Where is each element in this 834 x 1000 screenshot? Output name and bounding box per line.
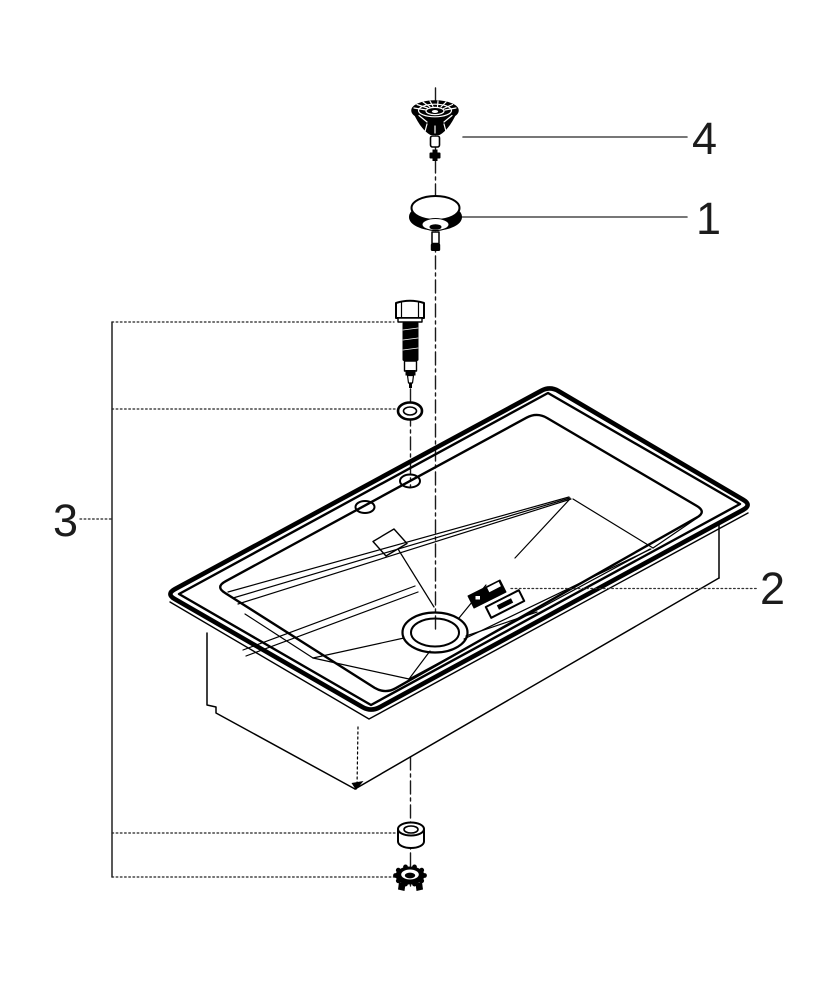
drain-hole-inner [410,617,460,648]
sink-bowl-opening [219,413,703,693]
strainer-basket-part [411,100,459,161]
deck-hole-center [399,473,421,489]
drain-hole-outer [401,611,469,654]
sink-inner-rim [177,391,742,707]
sink-isometric-drawing [168,386,750,790]
lock-nut-part [393,864,427,891]
stopper-tip [430,243,441,251]
deck-hole-left [354,500,376,514]
sink-rim-thickness-edge [169,512,749,720]
hidden-edge [356,726,359,788]
mounting-bolt-part [395,299,425,388]
corner-arrow [351,781,364,790]
sink-outer-rim [168,386,750,712]
back-wall-ledge-lines [227,496,572,605]
drain-stopper-part [409,195,462,251]
stopper-dome [410,195,461,221]
back-wall-plate [372,528,408,557]
o-ring-part [396,401,424,421]
leader-bracket-3 [79,321,398,878]
plate-crease-line [397,548,435,608]
sink-under-body [206,523,720,790]
mounting-clip-part [467,579,526,619]
callout-label-2: 2 [760,563,785,614]
bowl-bottom-creases [242,498,701,680]
callout-leaders [79,136,758,878]
callout-label-3: 3 [53,495,78,546]
bolt-thread [402,322,419,361]
spacer-sleeve-part [397,821,425,849]
callout-label-1: 1 [696,193,721,244]
strainer-pin [429,149,441,161]
callout-label-4: 4 [692,113,717,164]
strainer-stem [429,135,441,148]
stopper-stem [431,231,440,245]
